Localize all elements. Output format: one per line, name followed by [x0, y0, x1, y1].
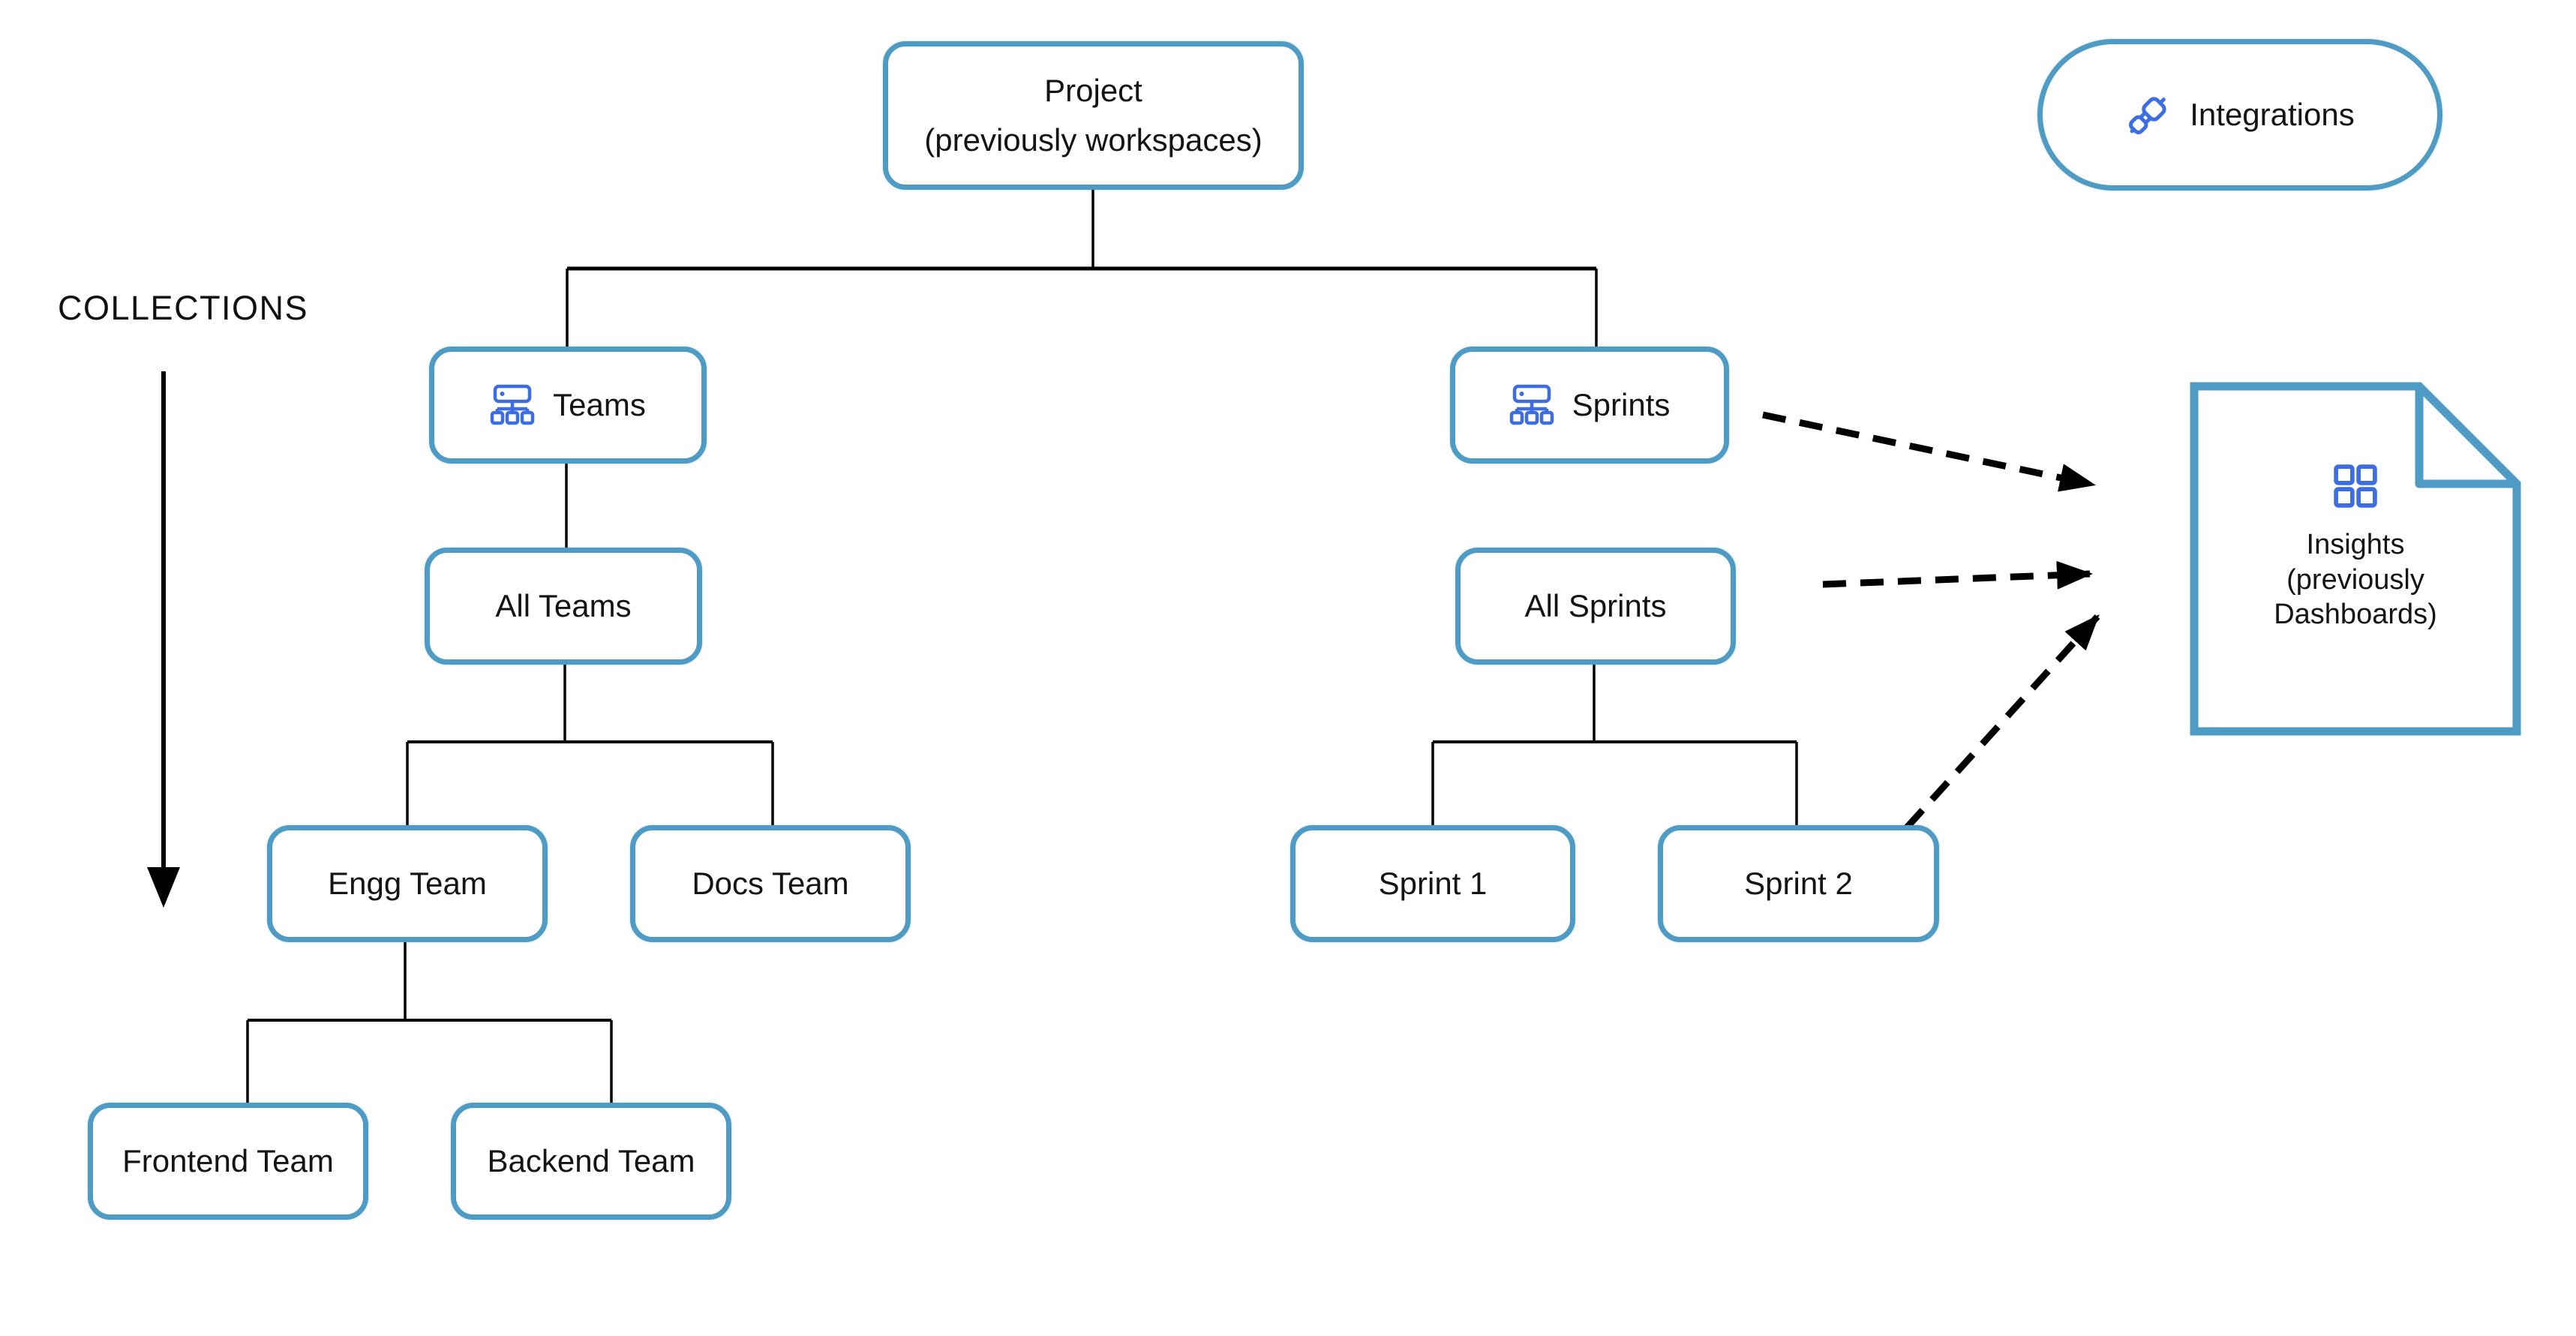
integrations-button[interactable]: Integrations	[2037, 39, 2442, 191]
sprints-label: Sprints	[1572, 386, 1671, 422]
insights-label-line1: Insights	[2306, 529, 2405, 560]
dashed-arrow-sprint2-to-insights	[1904, 614, 2100, 830]
sitemap-icon	[490, 384, 535, 425]
insights-label-line3: Dashboards)	[2274, 599, 2437, 631]
node-all-sprints[interactable]: All Sprints	[1455, 548, 1736, 665]
all-teams-label: All Teams	[495, 587, 632, 623]
node-frontend-team[interactable]: Frontend Team	[88, 1103, 368, 1220]
frontend-team-label: Frontend Team	[122, 1142, 334, 1178]
collections-arrow	[147, 371, 180, 908]
sitemap-icon	[1509, 384, 1554, 425]
tree-connector-sprints	[1431, 665, 1798, 825]
node-backend-team[interactable]: Backend Team	[451, 1103, 731, 1220]
node-sprint-2[interactable]: Sprint 2	[1658, 825, 1939, 942]
insights-document-content: Insights (previously Dashboards)	[2194, 386, 2517, 731]
sprint-1-label: Sprint 1	[1378, 865, 1488, 901]
node-engg-team[interactable]: Engg Team	[267, 825, 548, 942]
node-all-teams[interactable]: All Teams	[425, 548, 702, 665]
node-project[interactable]: Project (previously workspaces)	[883, 41, 1304, 190]
dashed-arrow-allsprints-to-insights	[1822, 560, 2093, 590]
project-label-line2: (previously workspaces)	[924, 122, 1262, 158]
tree-connector-project	[566, 190, 1598, 347]
dashed-arrow-sprints-to-insights	[1762, 411, 2096, 492]
docs-team-label: Docs Team	[692, 865, 849, 901]
node-teams[interactable]: Teams	[429, 347, 707, 464]
tree-connector-engg	[246, 942, 613, 1103]
collections-label: COLLECTIONS	[58, 289, 309, 327]
dashed-arrows-to-insights	[1762, 411, 2100, 830]
teams-label: Teams	[553, 386, 646, 422]
engg-team-label: Engg Team	[328, 865, 487, 901]
dashboard-grid-icon	[2334, 464, 2377, 508]
node-sprint-1[interactable]: Sprint 1	[1290, 825, 1575, 942]
node-docs-team[interactable]: Docs Team	[630, 825, 911, 942]
integrations-label: Integrations	[2190, 96, 2355, 132]
project-label-line1: Project	[1044, 72, 1142, 108]
node-sprints[interactable]: Sprints	[1450, 347, 1729, 464]
insights-label-line2: (previously	[2286, 563, 2424, 596]
plug-connector-icon	[2129, 97, 2166, 135]
sprint-2-label: Sprint 2	[1744, 865, 1853, 901]
backend-team-label: Backend Team	[487, 1142, 695, 1178]
all-sprints-label: All Sprints	[1524, 587, 1667, 623]
